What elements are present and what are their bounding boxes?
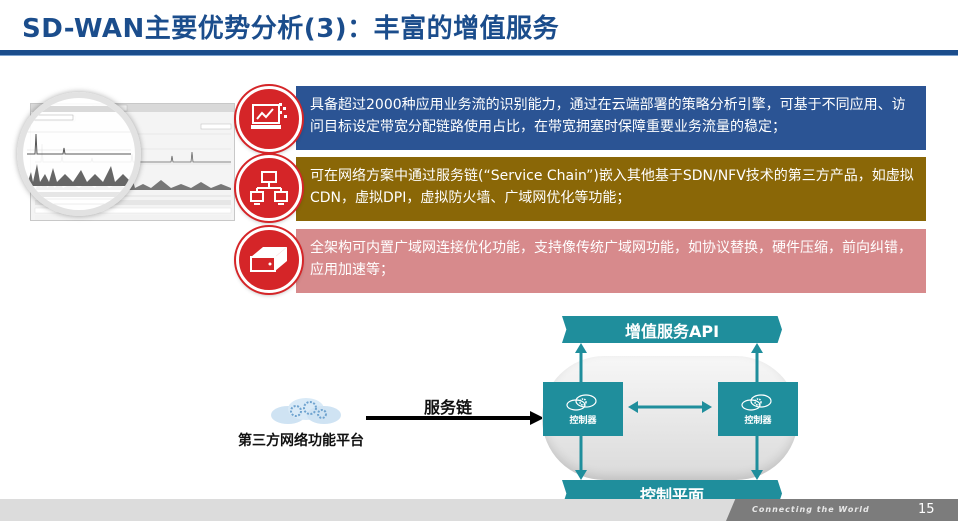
- feature-service-chain: 可在网络方案中通过服务链(“Service Chain”)嵌入其他基于SDN/N…: [296, 157, 926, 221]
- magnifier-lens: [17, 92, 141, 216]
- monitor-analytics-icon: [236, 86, 302, 152]
- server-appliance-icon: [236, 227, 302, 293]
- feature-app-recognition: 具备超过2000种应用业务流的识别能力，通过在云端部署的策略分析引擎，可基于不同…: [296, 86, 926, 150]
- cloud-gear-icon: [741, 393, 772, 411]
- footer-slogan: Connecting the World: [752, 505, 870, 514]
- feature-wan-optimization: 全架构可内置广域网连接优化功能，支持像传统广域网功能，如协议替换，硬件压缩，前向…: [296, 229, 926, 293]
- network-topology-icon: [236, 155, 302, 221]
- footer-accent: [726, 499, 958, 521]
- feature-text: 具备超过2000种应用业务流的识别能力，通过在云端部署的策略分析引擎，可基于不同…: [310, 97, 906, 135]
- feature-text: 全架构可内置广域网连接优化功能，支持像传统广域网功能，如协议替换，硬件压缩，前向…: [310, 240, 912, 278]
- cloud-gears-icon: [268, 396, 344, 430]
- controller-label: 控制器: [569, 415, 597, 426]
- controller-label: 控制器: [744, 415, 772, 426]
- third-party-platform-label: 第三方网络功能平台: [238, 433, 364, 449]
- title-divider-light: [0, 55, 958, 56]
- controller-link-arrow: [628, 401, 712, 413]
- controller-left: 控制器: [543, 382, 623, 436]
- title-divider: [0, 50, 958, 55]
- page-number: 15: [918, 502, 935, 517]
- feature-text: 可在网络方案中通过服务链(“Service Chain”)嵌入其他基于SDN/N…: [310, 168, 914, 206]
- service-chain-label: 服务链: [424, 398, 473, 417]
- controller-right: 控制器: [718, 382, 798, 436]
- service-chain-arrow: [366, 411, 544, 425]
- footer-bar: [0, 499, 958, 521]
- value-added-api-bar: 增值服务API: [562, 316, 782, 343]
- page-title: SD-WAN主要优势分析(3)：丰富的增值服务: [22, 14, 560, 44]
- cloud-gear-icon: [566, 393, 597, 411]
